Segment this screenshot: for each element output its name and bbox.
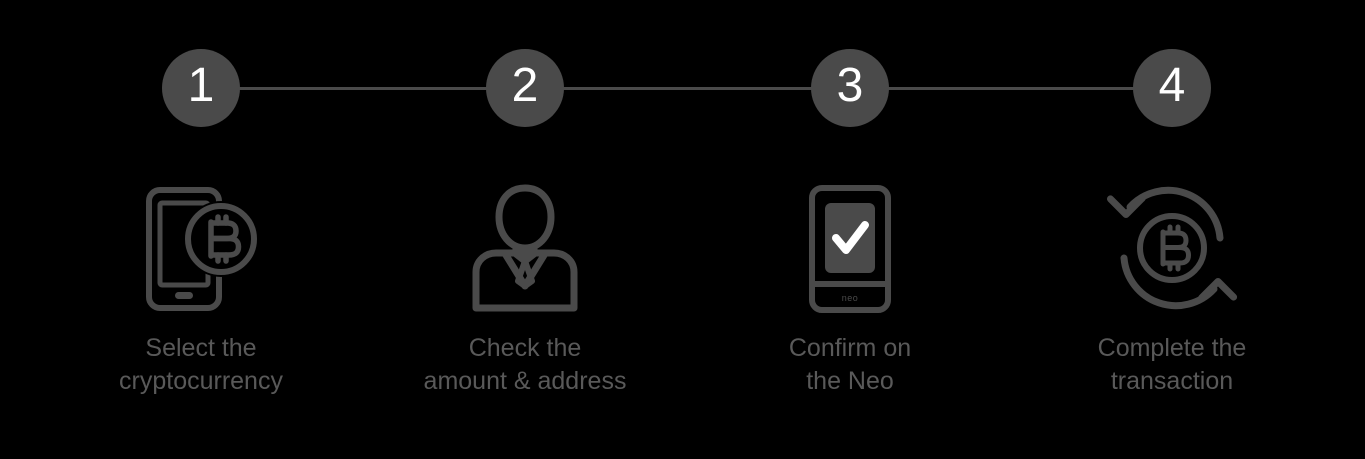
step-item-1[interactable]: 1 xyxy=(71,0,331,459)
step-label-3: Confirm on the Neo xyxy=(788,334,912,395)
step-circle-2[interactable]: 2 xyxy=(486,49,564,127)
bitcoin-exchange-arrows-icon xyxy=(1106,182,1238,314)
step-number-4: 4 xyxy=(1158,59,1186,112)
step-number-1: 1 xyxy=(187,59,215,112)
step-circle-4[interactable]: 4 xyxy=(1133,49,1211,127)
step-label-1: Select the cryptocurrency xyxy=(119,334,283,395)
step-item-4[interactable]: 4 Co xyxy=(1042,0,1302,459)
step-circle-3[interactable]: 3 xyxy=(811,49,889,127)
step-number-2: 2 xyxy=(511,59,539,112)
person-business-icon xyxy=(459,182,591,314)
step-label-2: Check the amount & address xyxy=(423,334,627,395)
step-circle-1[interactable]: 1 xyxy=(162,49,240,127)
phone-bitcoin-icon xyxy=(135,182,267,314)
step-number-3: 3 xyxy=(836,59,864,112)
svg-text:neo: neo xyxy=(842,293,859,303)
step-label-4: Complete the transaction xyxy=(1097,334,1247,395)
stepper-connector-line xyxy=(201,87,1172,90)
step-item-3[interactable]: neo 3 Confirm on the Neo xyxy=(720,0,980,459)
step-item-2[interactable]: 2 Check the amount & address xyxy=(395,0,655,459)
device-checkmark-icon: neo xyxy=(784,182,916,314)
